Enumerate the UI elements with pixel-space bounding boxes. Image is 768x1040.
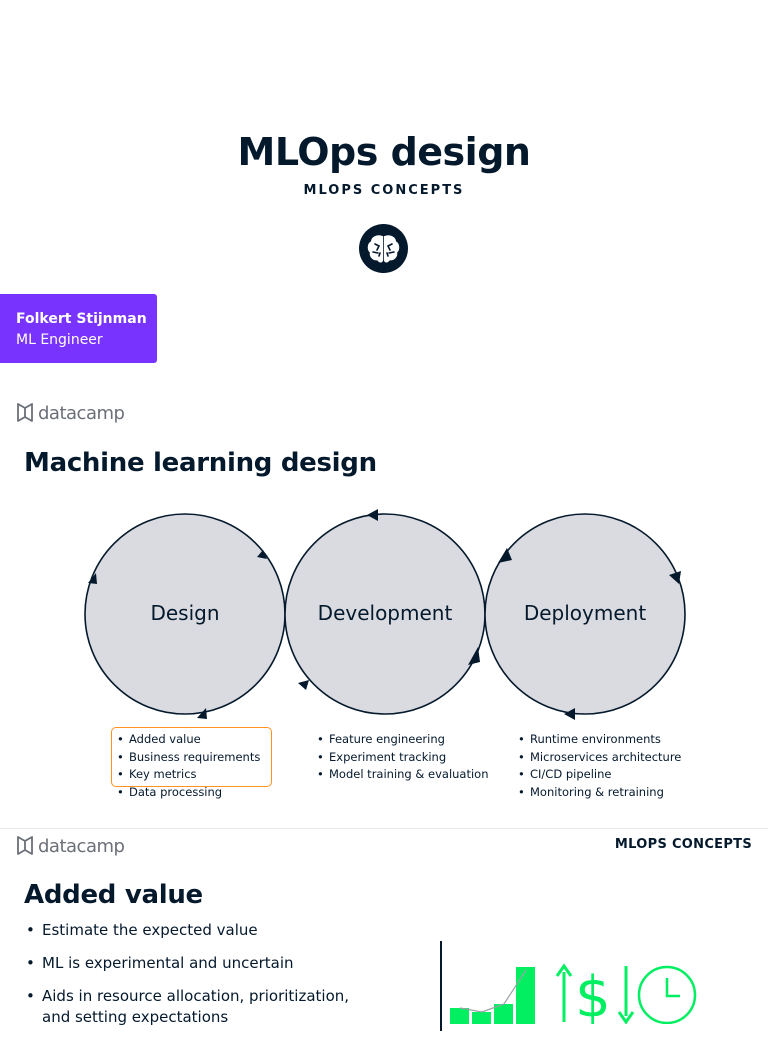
svg-text:$: $ bbox=[575, 965, 611, 1024]
list-item: Microservices architecture bbox=[518, 749, 681, 767]
datacamp-logo-text: datacamp bbox=[38, 835, 125, 857]
section-title: Machine learning design bbox=[24, 448, 377, 478]
arrow-icon bbox=[257, 550, 267, 559]
list-item-text: Estimate the expected value bbox=[42, 921, 258, 939]
list-item: Monitoring & retraining bbox=[518, 784, 681, 802]
development-label: Development bbox=[318, 601, 453, 625]
clock-icon bbox=[637, 965, 697, 1024]
arrow-icon bbox=[367, 509, 378, 521]
list-item: Added value bbox=[117, 731, 260, 749]
arrow-icon bbox=[498, 548, 512, 563]
list-item: CI/CD pipeline bbox=[518, 766, 681, 784]
value-icons: $ bbox=[450, 963, 697, 1024]
deployment-label: Deployment bbox=[524, 601, 646, 625]
list-item-text: ML is experimental and uncertain bbox=[42, 954, 294, 972]
author-card: Folkert Stijnman ML Engineer bbox=[0, 294, 157, 363]
slide-subtitle: MLOPS CONCEPTS bbox=[303, 183, 465, 198]
dollar-up-icon: $ bbox=[555, 963, 611, 1024]
brain-icon bbox=[359, 224, 408, 273]
arrow-icon bbox=[669, 571, 681, 584]
arrow-icon bbox=[468, 647, 480, 665]
list-item: •ML is experimental and uncertain bbox=[26, 954, 294, 972]
list-item: •Estimate the expected value bbox=[26, 921, 258, 939]
deployment-circle bbox=[484, 513, 686, 715]
slide-divider bbox=[0, 828, 768, 829]
list-item: Key metrics bbox=[117, 766, 260, 784]
bar-chart-icon bbox=[450, 967, 535, 1024]
arrow-icon bbox=[298, 680, 309, 690]
list-item: •Aids in resource allocation, prioritiza… bbox=[26, 986, 366, 1028]
arrow-icon bbox=[197, 708, 207, 719]
datacamp-logo: datacamp bbox=[15, 835, 125, 857]
datacamp-logo-icon bbox=[17, 403, 33, 422]
vertical-divider bbox=[440, 941, 442, 1031]
development-list: Feature engineering Experiment tracking … bbox=[317, 731, 489, 784]
list-item: Feature engineering bbox=[317, 731, 489, 749]
course-header: MLOPS CONCEPTS bbox=[614, 837, 752, 852]
list-item: Business requirements bbox=[117, 749, 260, 767]
list-item: Data processing bbox=[117, 784, 260, 802]
author-role: ML Engineer bbox=[16, 332, 103, 348]
arrow-icon bbox=[88, 573, 97, 584]
section-title: Added value bbox=[24, 880, 203, 910]
list-item: Model training & evaluation bbox=[317, 766, 489, 784]
datacamp-logo: datacamp bbox=[15, 402, 125, 424]
arrow-icon bbox=[564, 708, 575, 720]
list-item-text: Aids in resource allocation, prioritizat… bbox=[42, 987, 350, 1026]
design-list: Added value Business requirements Key me… bbox=[117, 731, 260, 801]
design-label: Design bbox=[150, 601, 219, 625]
ml-design-cycle-diagram: Design Development Deployment bbox=[84, 509, 686, 720]
list-item: Runtime environments bbox=[518, 731, 681, 749]
slide-title: MLOps design bbox=[237, 130, 531, 174]
datacamp-logo-text: datacamp bbox=[38, 402, 125, 424]
list-item: Experiment tracking bbox=[317, 749, 489, 767]
deployment-list: Runtime environments Microservices archi… bbox=[518, 731, 681, 801]
bullet-list: •Estimate the expected value •ML is expe… bbox=[26, 920, 366, 1040]
arrow-down-icon bbox=[617, 966, 635, 1024]
author-name: Folkert Stijnman bbox=[16, 311, 147, 327]
datacamp-logo-icon bbox=[17, 836, 33, 855]
